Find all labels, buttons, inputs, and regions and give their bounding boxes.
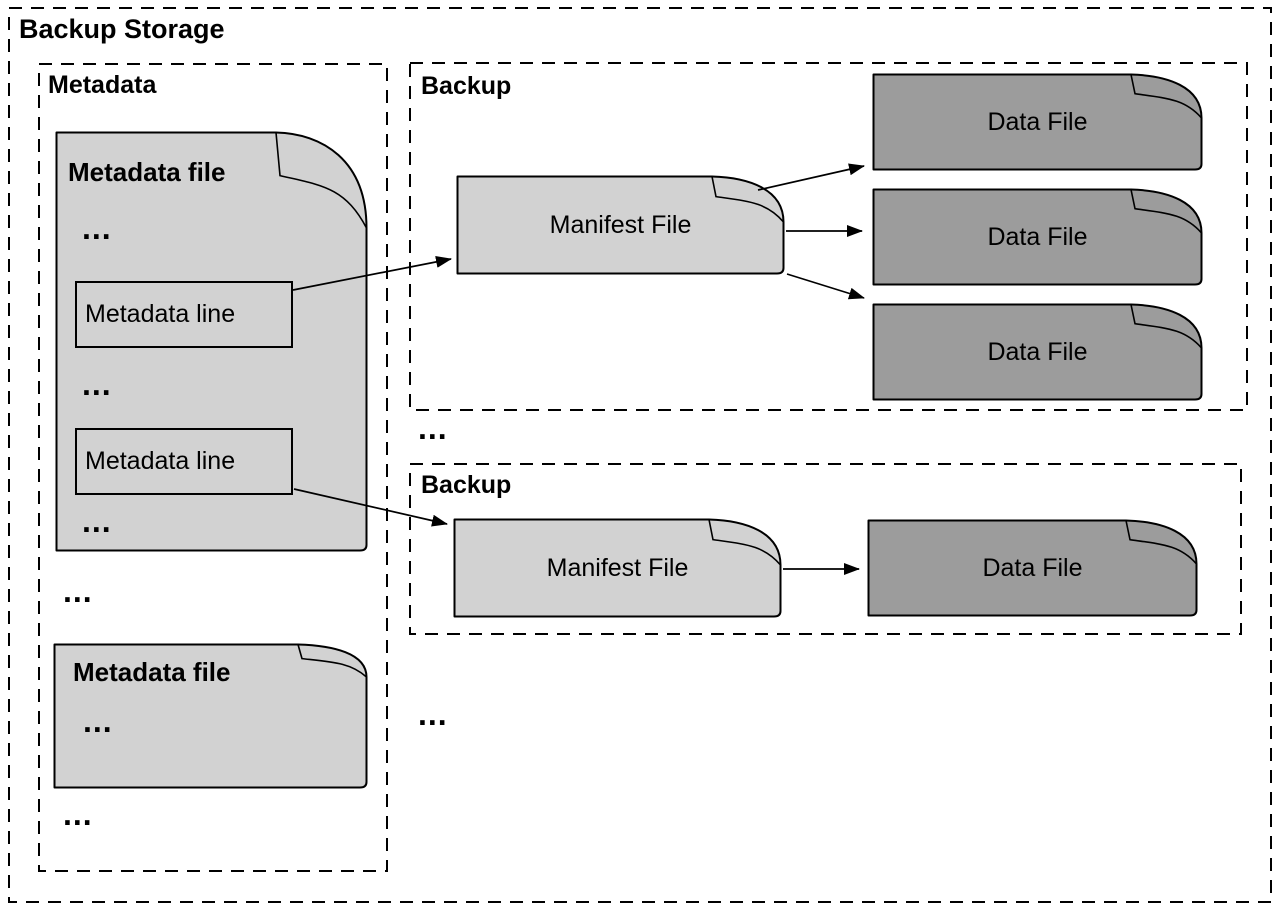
ellipsis-icon: ... — [82, 503, 112, 539]
data-file-1: Data File — [872, 73, 1203, 171]
manifest-file-2-label: Manifest File — [546, 553, 689, 582]
document-shape — [456, 175, 785, 275]
document-shape — [872, 73, 1203, 171]
backup-2-title: Backup — [421, 471, 512, 499]
ellipsis-icon: ... — [82, 210, 112, 246]
manifest-file-1-label: Manifest File — [549, 210, 692, 239]
metadata-file-1: Metadata file ... Metadata line ... Meta… — [55, 131, 368, 552]
metadata-group-title: Metadata — [48, 71, 157, 99]
document-shape — [53, 643, 368, 789]
dashed-border — [38, 63, 388, 872]
manifest-file-1: Manifest File — [456, 175, 785, 275]
data-file-2-label: Data File — [987, 222, 1088, 251]
backup-storage-container: Backup Storage — [8, 7, 1272, 903]
backup-storage-title: Backup Storage — [19, 14, 225, 44]
dashed-border — [409, 62, 1248, 411]
metadata-group-container: Metadata — [38, 63, 388, 872]
backup-1-title: Backup — [421, 72, 512, 100]
metadata-line-1-label: Metadata line — [85, 300, 236, 328]
backup-1-container: Backup — [409, 62, 1248, 411]
data-file-1-label: Data File — [987, 107, 1088, 136]
document-shape — [872, 303, 1203, 401]
data-file-3-label: Data File — [987, 337, 1088, 366]
metadata-line-2-label: Metadata line — [85, 447, 236, 475]
dashed-border — [409, 463, 1242, 635]
data-file-2: Data File — [872, 188, 1203, 286]
ellipsis-icon: ... — [83, 703, 113, 739]
manifest-file-2: Manifest File — [453, 518, 782, 618]
ellipsis-icon: ... — [82, 366, 112, 402]
data-file-4-label: Data File — [982, 553, 1083, 582]
metadata-file-2-title: Metadata file — [73, 657, 231, 687]
ellipsis-icon: ... — [63, 573, 93, 609]
metadata-file-1-title: Metadata file — [68, 157, 226, 187]
ellipsis-icon: ... — [63, 796, 93, 832]
document-shape — [867, 519, 1198, 617]
metadata-line-2: Metadata line — [75, 428, 293, 495]
ellipsis-icon: ... — [418, 696, 448, 732]
metadata-line-1: Metadata line — [75, 281, 293, 348]
data-file-3: Data File — [872, 303, 1203, 401]
ellipsis-icon: ... — [418, 410, 448, 446]
data-file-4: Data File — [867, 519, 1198, 617]
document-shape — [872, 188, 1203, 286]
document-shape — [453, 518, 782, 618]
metadata-file-2: Metadata file ... — [53, 643, 368, 789]
